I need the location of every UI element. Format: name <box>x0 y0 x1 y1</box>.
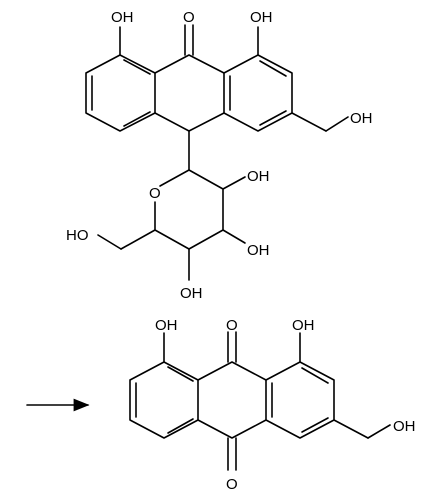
reactant-oxo-label: O <box>183 9 195 26</box>
product-central-ring <box>197 361 267 381</box>
sugar-ho-left-label: HO <box>66 227 89 244</box>
sugar-oh-bottom-label: OH <box>180 285 203 302</box>
reactant-oh-left-label: OH <box>111 9 134 26</box>
product-right-ring <box>265 361 335 439</box>
product-molecule: OH O OH OH O <box>129 317 416 493</box>
reactant-central-ring <box>154 54 225 74</box>
sugar-ring <box>154 169 224 250</box>
reactant-left-ring <box>85 54 156 132</box>
sugar-oh-lower-right-label: OH <box>247 242 270 259</box>
reactant-molecule: OH O OH OH O OH HO OH OH <box>66 9 373 302</box>
product-oh-left-label: OH <box>155 317 178 334</box>
reactant-ch2oh-label: OH <box>350 110 373 127</box>
reactant-right-ring <box>223 54 293 132</box>
product-left-ring <box>129 361 199 439</box>
product-oxo-bottom-label: O <box>226 476 238 493</box>
reactant-oh-right-label: OH <box>250 9 273 26</box>
sugar-ring-oxygen-label: O <box>149 185 161 202</box>
product-oh-right-label: OH <box>292 317 315 334</box>
product-ch2oh-label: OH <box>393 418 416 435</box>
product-oxo-top-label: O <box>226 317 238 334</box>
sugar-oh-upper-label: OH <box>247 168 270 185</box>
